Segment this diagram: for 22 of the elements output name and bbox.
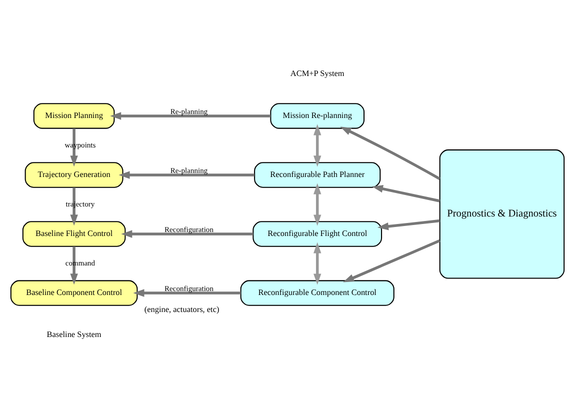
arrow [314, 124, 322, 166]
edge-label: Reconfiguration [164, 283, 214, 292]
edge-label: command [65, 258, 96, 267]
edge-label: Re-planning [170, 106, 208, 116]
arrow [314, 182, 322, 226]
edge-label: Re-planning [170, 165, 208, 174]
arrow [118, 170, 254, 178]
arrow [70, 246, 78, 284]
edge-label: waypoints [64, 140, 96, 149]
arrow [372, 184, 440, 202]
arrow [343, 238, 440, 282]
arrow [133, 288, 241, 296]
arrow [70, 128, 78, 166]
arrow [340, 126, 440, 180]
arrow [110, 112, 271, 120]
arrow [121, 230, 254, 238]
arrow [377, 218, 440, 230]
arrow [70, 186, 78, 226]
node-box: Prognostics & Diagnostics [439, 148, 565, 278]
edge-label: trajectory [66, 198, 95, 208]
arrow [314, 242, 322, 284]
edge-label: Reconfiguration [164, 224, 214, 234]
